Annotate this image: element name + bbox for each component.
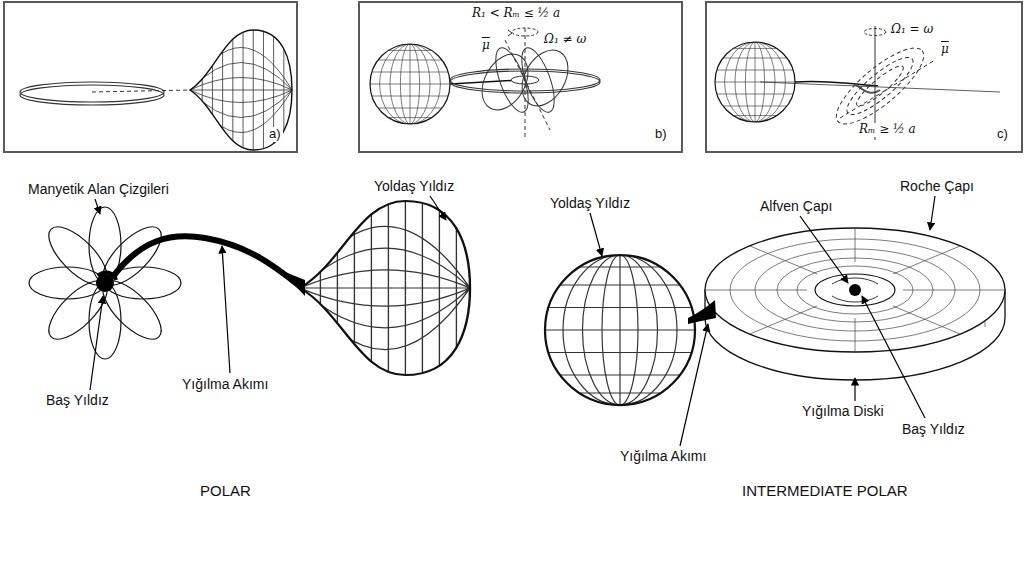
callout-label: Yoldaş Yıldız (372, 178, 456, 195)
callout-label: Alfven Çapı (758, 198, 834, 215)
panel-b-art (370, 28, 600, 140)
callout-label: Baş Yıldız (900, 421, 967, 438)
panel-tag: a) (267, 127, 283, 142)
math-label: Ω₁ = ω (889, 23, 935, 37)
callout-label: POLAR (198, 482, 253, 500)
panel-tag: b) (653, 127, 669, 142)
panel-tag: c) (995, 127, 1010, 142)
callout-label: INTERMEDIATE POLAR (740, 482, 910, 500)
panel-frame: R₁ < Rₘ ≤ ½ a μ Ω₁ ≠ ω b) (358, 1, 683, 153)
callout-label: Yoldaş Yıldız (548, 195, 632, 212)
callout-label: Manyetik Alan Çizgileri (26, 181, 171, 198)
panel-frame: a) (3, 1, 298, 153)
panel-c-art (715, 26, 1000, 140)
callout-label: Roche Çapı (898, 178, 976, 195)
polar-art (29, 207, 181, 359)
callout-label: Baş Yıldız (44, 392, 111, 409)
callout-label: Yığılma Akımı (618, 448, 708, 465)
panel-frame: Ω₁ = ω μ Rₘ ≥ ½ a c) (705, 1, 1023, 153)
callout-label: Yığılma Akımı (180, 376, 270, 393)
math-label: Ω₁ ≠ ω (542, 33, 588, 47)
polar-stream (96, 236, 305, 296)
ip-disk (705, 228, 1005, 380)
vector-symbol: μ (480, 39, 492, 53)
vector-symbol: μ (939, 43, 951, 57)
leader-lines (590, 196, 935, 446)
math-label: Rₘ ≥ ½ a (857, 123, 918, 137)
ip-stream (688, 300, 716, 324)
panel-a-art (20, 30, 292, 150)
callout-label: Yığılma Diski (800, 403, 886, 420)
leader-lines (90, 196, 446, 390)
math-label: R₁ < Rₘ ≤ ½ a (470, 7, 562, 21)
